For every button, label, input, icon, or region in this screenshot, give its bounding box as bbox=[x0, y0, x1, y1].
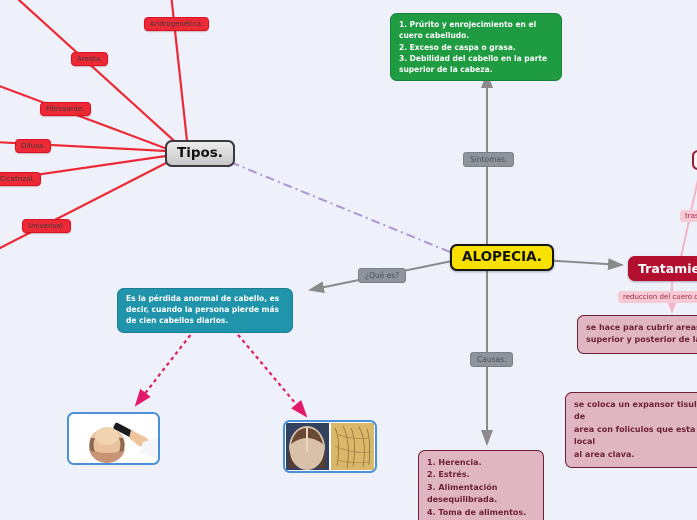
node-sintomas-text[interactable]: 1. Prúrito y enrojecimiento en el cuero … bbox=[390, 13, 562, 82]
node-tipo-fibrosante[interactable]: Fibrosante. bbox=[40, 102, 91, 116]
hair-loss-illustration[interactable] bbox=[67, 412, 160, 465]
node-tipo-difusa[interactable]: Difusa. bbox=[15, 139, 52, 153]
node-alopecia[interactable]: ALOPECIA. bbox=[450, 244, 554, 271]
branch-label-causas[interactable]: Causas. bbox=[470, 352, 514, 367]
branch-label-trasplante[interactable]: trasp bbox=[680, 210, 697, 222]
line-quees-illustration bbox=[134, 323, 200, 407]
node-tipos[interactable]: Tipos. bbox=[165, 140, 235, 167]
scalp-photos-image bbox=[285, 422, 375, 471]
branch-label-sintomas[interactable]: Síntomas. bbox=[463, 152, 515, 167]
hair-loss-photos[interactable] bbox=[283, 420, 377, 473]
node-tipo-androgenetica[interactable]: Androgenética. bbox=[144, 17, 210, 31]
line-tipos-fibrosante bbox=[0, 85, 171, 152]
branch-label-reduccion[interactable]: reduccion del cuero cab bbox=[618, 291, 697, 303]
node-tratamiento-lower-text[interactable]: se coloca un expansor tisular de area co… bbox=[565, 392, 697, 468]
node-tratamiento[interactable]: Tratamiento bbox=[628, 256, 697, 281]
balding-head-comb-image bbox=[69, 414, 158, 463]
node-clipped-right[interactable] bbox=[692, 150, 697, 170]
branch-label-que-es[interactable]: ¿Qué es? bbox=[358, 268, 407, 283]
line-tipos-areata bbox=[17, 0, 183, 149]
node-causas-text[interactable]: 1. Herencia. 2. Estrés. 3. Alimentación … bbox=[418, 450, 544, 520]
node-tipo-cicatrizal[interactable]: Cicatrizal. bbox=[0, 172, 41, 186]
node-tipo-areata[interactable]: Areata. bbox=[71, 52, 109, 66]
node-definicion-text[interactable]: Es la pérdida anormal de cabello, es dec… bbox=[117, 288, 293, 333]
line-quees-photos bbox=[228, 323, 308, 418]
line-alopecia-tipos bbox=[216, 156, 451, 253]
node-tipo-univerisal[interactable]: Univerisal. bbox=[22, 219, 71, 233]
